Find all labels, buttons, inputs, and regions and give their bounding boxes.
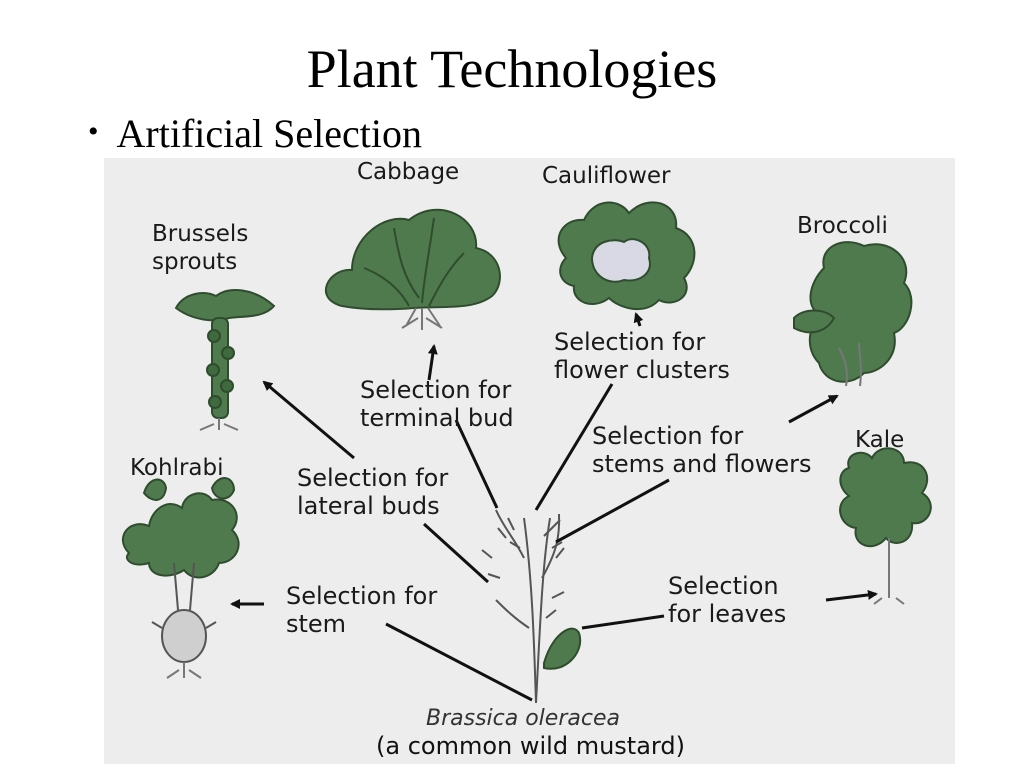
- label-selection-lateral-buds: Selection for lateral buds: [297, 464, 449, 520]
- species-name: Brassica oleracea: [426, 706, 620, 731]
- bullet-text: Artificial Selection: [116, 111, 422, 156]
- label-selection-stem: Selection for stem: [286, 582, 438, 638]
- selection-arrows: [230, 312, 878, 609]
- label-selection-leaves: Selection for leaves: [668, 572, 787, 628]
- label-selection-terminal-bud: Selection for terminal bud: [360, 376, 514, 432]
- label-selection-stems-flowers: Selection for stems and flowers: [592, 422, 812, 478]
- label-kohlrabi: Kohlrabi: [130, 455, 224, 481]
- cauliflower-drawing: [557, 201, 696, 311]
- kohlrabi-drawing: [122, 477, 240, 679]
- wild-mustard-plant: [481, 509, 565, 704]
- bullet-icon: •: [88, 115, 99, 148]
- label-selection-flower-clusters: Selection for flower clusters: [554, 328, 730, 384]
- label-cauliflower: Cauliflower: [542, 163, 671, 189]
- connector-lines: [385, 383, 670, 702]
- common-name: (a common wild mustard): [376, 732, 685, 760]
- bullet-item: • Artificial Selection: [88, 110, 422, 157]
- cabbage-drawing: [324, 208, 501, 330]
- label-brussels-sprouts: Brussels sprouts: [152, 221, 249, 275]
- kale-drawing: [839, 447, 932, 605]
- wild-mustard-leaf: [543, 627, 582, 670]
- brussels-sprouts-drawing: [174, 289, 276, 431]
- artificial-selection-diagram: Cabbage Cauliflower Brussels sprouts Bro…: [104, 158, 955, 764]
- diagram-drawing: [122, 201, 932, 704]
- broccoli-drawing: [793, 241, 913, 387]
- label-kale: Kale: [855, 427, 905, 453]
- slide-title: Plant Technologies: [306, 39, 718, 99]
- label-cabbage: Cabbage: [357, 159, 460, 185]
- label-broccoli: Broccoli: [797, 213, 888, 239]
